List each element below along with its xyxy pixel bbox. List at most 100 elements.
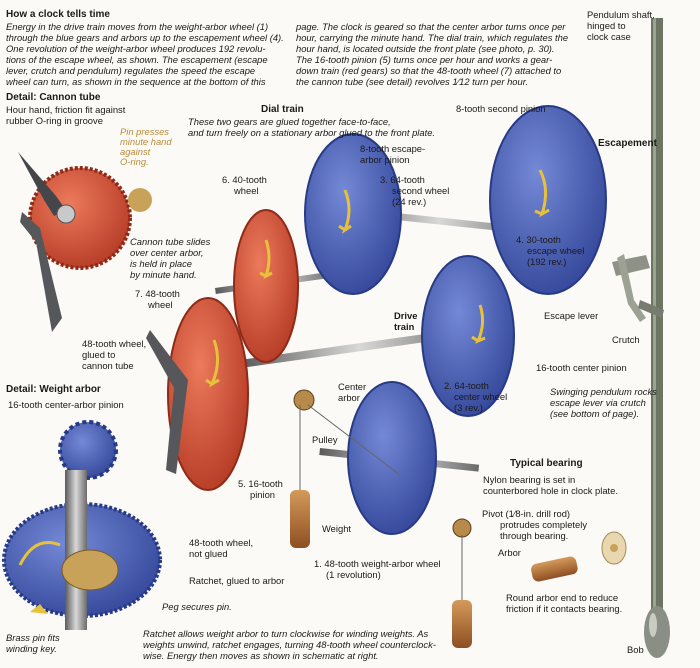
dial-minute-hand [146,330,188,474]
wheel-7-label: wheel [148,299,173,310]
wheel-3-label: 3. 64-tooth [380,174,425,185]
ratchet [61,549,119,591]
ratchet-note: Ratchet allows weight arbor to turn cloc… [143,628,429,639]
bearing-detail [531,531,627,582]
pivot-label: through bearing. [500,530,569,541]
pin-label: Pin presses [120,126,169,137]
pin-label: minute hand [120,136,172,147]
pinion-5-label: pinion [250,489,276,500]
nylon-label: Nylon bearing is set in [483,474,576,485]
weight-right [452,600,472,648]
brass-pin-label: winding key. [6,643,57,654]
bearing-arbor [531,556,578,582]
escape-pinion-label: 8-tooth escape- [360,143,426,154]
drive-train-label: Drive [394,310,418,321]
ratchet-note: wise. Energy then moves as shown in sche… [143,650,379,661]
gear-7-48-tooth-wheel [167,297,249,491]
escape-lever [612,254,664,322]
ratchet-label: Ratchet, glued to arbor [189,575,285,586]
intro-line: page. The clock is geared so that the ce… [296,21,566,32]
gear-3-second-wheel [304,133,402,295]
escape-lever-label: Escape lever [544,310,599,321]
wheel-7-label: 7. 48-tooth [135,288,180,299]
wheel-2-label: (3 rev.) [454,402,483,413]
center-arbor-label: Center [338,381,367,392]
intro-line: tions of the escape wheel, as shown. The… [6,54,268,65]
crutch-label: Crutch [612,334,640,345]
bob-label: Bob [627,644,644,655]
weight-arbor-heading: Detail: Weight arbor [6,384,101,395]
gear-4-escape-wheel [489,105,607,295]
pulley-label: Pulley [312,434,338,445]
intro-line: Energy in the drive train moves from the… [6,21,269,32]
swinging-label: (see bottom of page). [550,408,640,419]
minute-hand [20,212,62,332]
hour-hand [18,152,66,216]
wheel-48-label: not glued [189,548,228,559]
pinion-5-label: 5. 16-tooth [238,478,283,489]
dial-train-heading: Dial train [261,104,304,115]
hour-hand-label: rubber O-ring in groove [6,115,103,126]
pendulum-shaft-label: Pendulum shaft, [587,9,655,20]
wheel-6-label: 6. 40-tooth [222,174,267,185]
intro-line: One revolution of the weight-arbor wheel… [6,43,266,54]
pendulum-shaft-label: hinged to [587,20,626,31]
round-label: Round arbor end to reduce [506,592,619,603]
arbor-label: Arbor [498,547,521,558]
intro-line: down train (red gears) so that the 48-to… [296,65,562,76]
intro-line: hour, carrying the minute hand. The dial… [296,32,569,43]
wheel-2-label: center wheel [454,391,508,402]
pendulum-shaft-label: clock case [587,31,631,42]
blue-gears [304,105,607,535]
wheel-4-label: 4. 30-tooth [516,234,561,245]
pulley [293,389,315,411]
cannon-tube-detail [18,152,152,332]
weight-arbor-16-tooth-pinion [58,420,118,480]
gear-2-center-wheel [421,255,515,417]
weight-arbor-detail [2,420,162,630]
cannon-wheel-label: glued to [82,349,116,360]
second-pinion-label: 8-tooth second pinion [456,103,546,114]
gear-6-40-tooth-wheel [233,209,299,363]
brass-pin-label: Brass pin fits [6,632,60,643]
cannon-slides-label: by minute hand. [130,269,197,280]
escapement-heading: Escapement [598,138,657,149]
pivot-label: Pivot (1⁄8-in. drill rod) [482,508,571,519]
bearing-heading: Typical bearing [510,458,583,469]
wheel-48-label: 48-tooth wheel, [189,537,254,548]
pendulum-shaft [651,18,663,623]
pendulum [644,18,670,658]
dial-train-note: and turn freely on a stationary arbor gl… [188,127,436,138]
pendulum-bob [644,606,670,658]
wheel-4-label: (192 rev.) [527,256,567,267]
cannon-slides-label: Cannon tube slides [130,236,211,247]
ratchet-note: weights unwind, ratchet engages, turning… [143,639,436,650]
gear-1-weight-arbor-wheel [347,381,437,535]
pin-label: O-ring. [120,156,149,167]
pinion-16-label: 16-tooth center-arbor pinion [8,399,124,410]
weight-label: Weight [322,523,352,534]
swinging-label: escape lever via crutch [550,397,646,408]
cannon-wheel-label: 48-tooth wheel, [82,338,147,349]
cannon-slides-label: is held in place [130,258,193,269]
weights [290,389,472,648]
wheel-1-label: 1. 48-tooth weight-arbor wheel [314,558,441,569]
nylon-label: counterbored hole in clock plate. [483,485,618,496]
intro-line: hour hand, is located outside the front … [296,43,555,54]
intro-line: through the blue gears and arbors up to … [6,32,284,43]
wheel-3-label: second wheel [392,185,450,196]
weight-left [290,490,310,548]
pin-label: against [120,146,151,157]
intro-line: wheel can turn, as shown in the sequence… [6,76,266,87]
hour-hand-label: Hour hand, friction fit against [6,104,126,115]
round-label: friction if it contacts bearing. [506,603,623,614]
cannon-slides-label: over center arbor, [130,247,204,258]
dial-train-note: These two gears are glued together face-… [188,116,391,127]
intro-line: lever, crutch and pendulum) regulates th… [6,65,256,76]
cannon-heading: Detail: Cannon tube [6,92,101,103]
swinging-label: Swinging pendulum rocks [550,386,657,397]
red-gears [167,209,299,491]
intro-line: the cannon tube (see detail) revolves 1⁄… [296,76,529,87]
